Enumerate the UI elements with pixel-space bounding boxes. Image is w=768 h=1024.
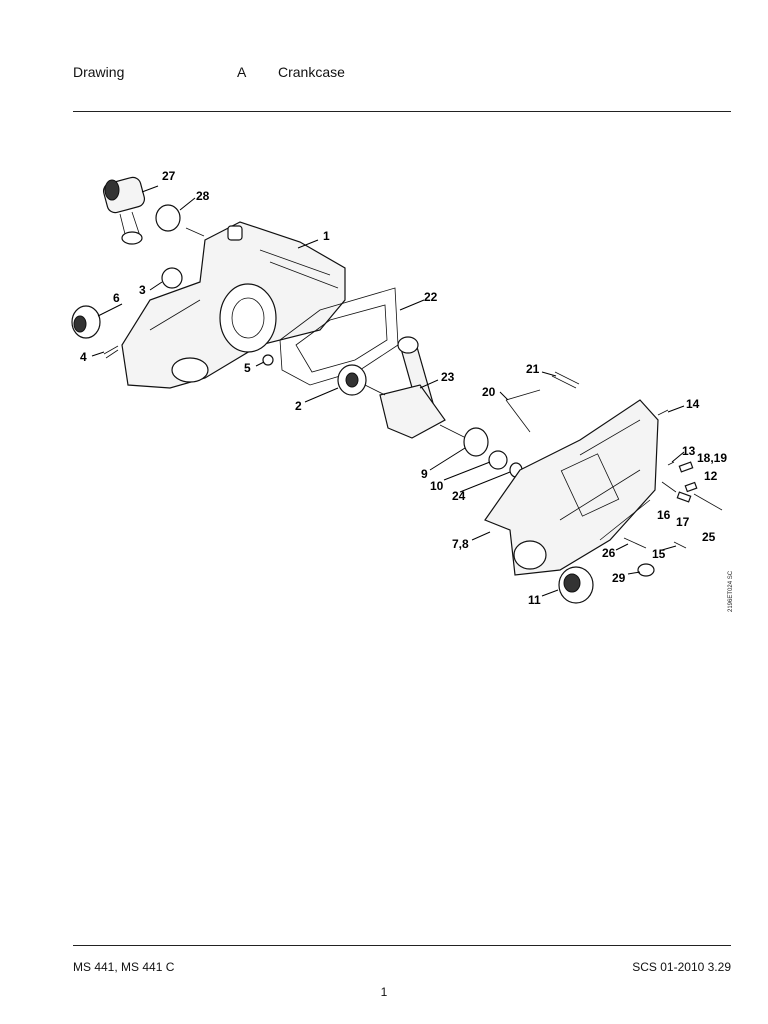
part-5-plug <box>262 354 274 366</box>
part-16-stud <box>661 481 677 493</box>
part-13-pin <box>667 461 675 466</box>
callout-10: 10 <box>430 479 444 493</box>
drawing-code: 2196ET024 SC <box>728 570 734 612</box>
callout-25: 25 <box>702 530 716 544</box>
callout-4: 4 <box>80 350 87 364</box>
page-number: 1 <box>380 985 388 999</box>
callout-6: 6 <box>113 291 120 305</box>
callout-18-19: 18,19 <box>697 451 727 465</box>
header-drawing-label: Drawing <box>73 64 125 80</box>
callout-13: 13 <box>682 444 696 458</box>
part-18-19-sleeve <box>678 461 694 473</box>
part-15-pin <box>673 541 687 549</box>
crankcase-exploded-diagram: 27 28 1 3 6 4 5 22 2 23 20 21 9 10 24 7,… <box>71 169 734 612</box>
part-3-seal <box>161 267 183 289</box>
part-9-bearing <box>463 427 489 457</box>
footer-code: SCS 01-2010 3.29 <box>632 960 731 974</box>
part-7-8-crankcase-right <box>484 399 659 576</box>
callout-9: 9 <box>421 467 428 481</box>
part-1-crankcase-left <box>121 221 346 389</box>
part-29-plug <box>637 563 655 577</box>
callout-24: 24 <box>452 489 466 503</box>
callout-28: 28 <box>196 189 210 203</box>
callout-5: 5 <box>244 361 251 375</box>
callout-26: 26 <box>602 546 616 560</box>
part-17-sleeve <box>676 491 692 503</box>
part-25-stud <box>693 493 723 511</box>
part-22-gasket <box>279 287 399 386</box>
part-21-spring <box>551 371 580 389</box>
part-27-oil-pump <box>102 176 146 245</box>
callout-1: 1 <box>323 229 330 243</box>
callout-16: 16 <box>657 508 671 522</box>
part-4-screw <box>103 345 119 359</box>
part-28-o-ring <box>155 204 181 232</box>
callout-2: 2 <box>295 399 302 413</box>
callout-12: 12 <box>704 469 718 483</box>
callout-14: 14 <box>686 397 700 411</box>
part-12-sleeve <box>684 481 698 493</box>
part-6-grommet <box>71 305 101 339</box>
footer-model: MS 441, MS 441 C <box>73 960 175 974</box>
header-divider <box>73 111 731 112</box>
callout-27: 27 <box>162 169 176 183</box>
header-drawing-letter: A <box>237 64 247 80</box>
part-2-bearing <box>337 364 367 396</box>
callout-23: 23 <box>441 370 455 384</box>
callout-11: 11 <box>528 593 541 607</box>
callout-3: 3 <box>139 283 146 297</box>
part-14-screw <box>657 409 669 416</box>
page-title: Crankcase <box>278 64 345 80</box>
callout-22: 22 <box>424 290 438 304</box>
part-26-screw <box>623 537 647 549</box>
callout-15: 15 <box>652 547 666 561</box>
part-23-crankshaft <box>364 336 471 441</box>
callout-29: 29 <box>612 571 626 585</box>
part-10-seal <box>488 450 508 470</box>
part-11-grommet <box>558 566 594 604</box>
footer-divider <box>73 945 731 946</box>
part-20-lever <box>505 389 541 433</box>
callout-17: 17 <box>676 515 690 529</box>
callout-7-8: 7,8 <box>452 537 469 551</box>
callout-20: 20 <box>482 385 496 399</box>
callout-21: 21 <box>526 362 540 376</box>
